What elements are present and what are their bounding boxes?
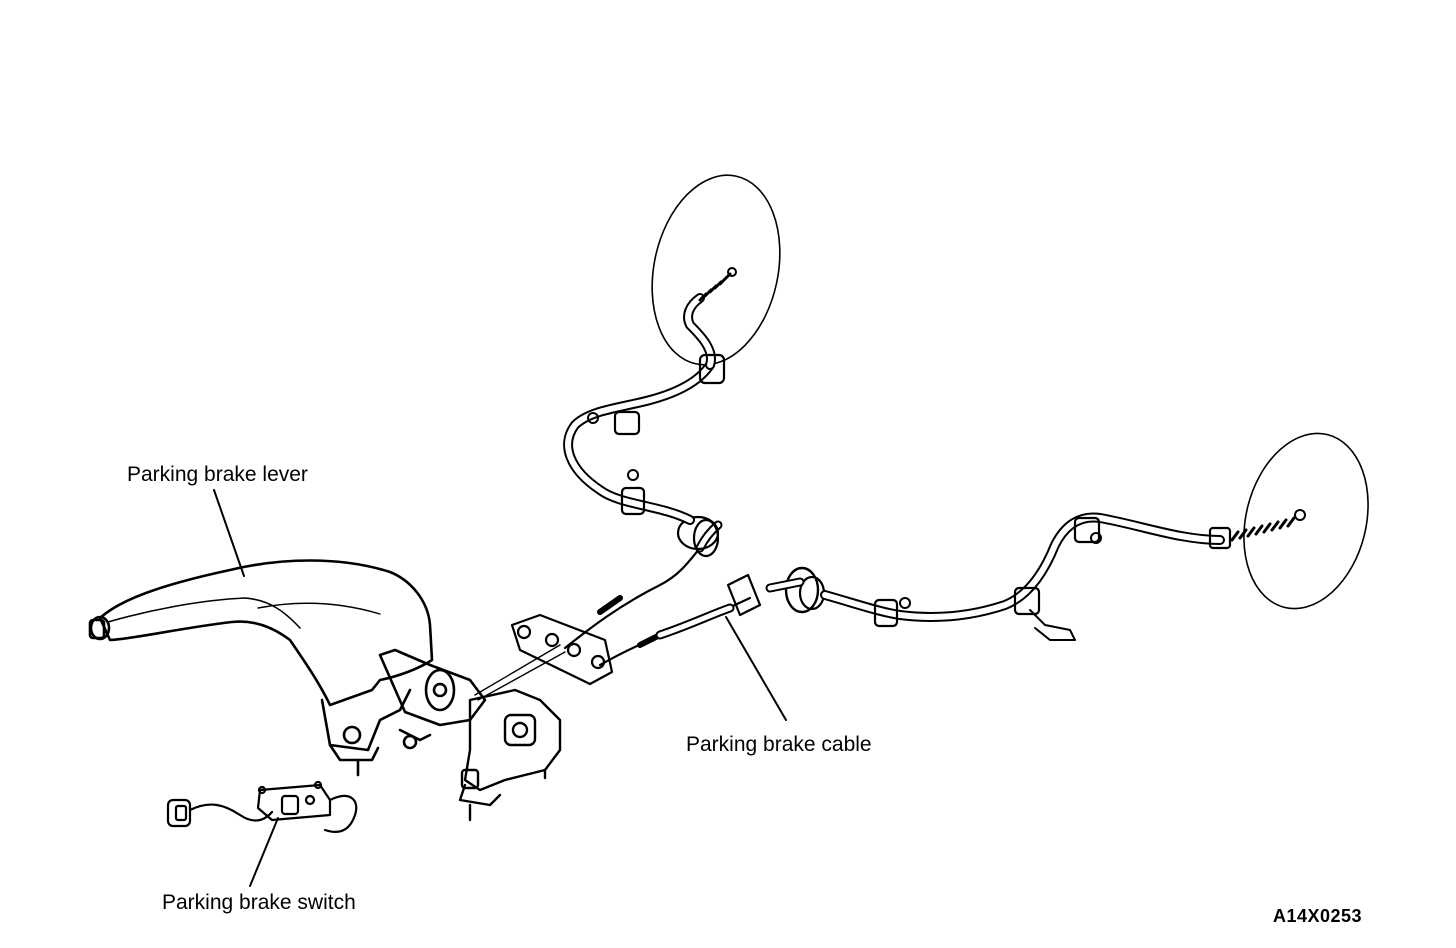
cable-lower (598, 509, 1306, 667)
parking-brake-switch (166, 780, 358, 833)
figure-code: A14X0253 (1273, 906, 1363, 926)
leader-line-switch (249, 817, 279, 887)
parking-brake-lever (88, 559, 487, 777)
leader-line-cable (725, 616, 787, 721)
label-parking-brake-switch: Parking brake switch (162, 891, 356, 914)
cable-guide-plate (474, 613, 614, 701)
detail-circle-upper (651, 174, 781, 366)
leader-line-lever (213, 489, 245, 577)
cable-equalizer-bracket (458, 688, 562, 822)
detail-circle-right (1243, 432, 1369, 610)
label-parking-brake-lever: Parking brake lever (127, 463, 308, 486)
cable-upper (563, 267, 737, 650)
label-parking-brake-cable: Parking brake cable (686, 733, 872, 756)
